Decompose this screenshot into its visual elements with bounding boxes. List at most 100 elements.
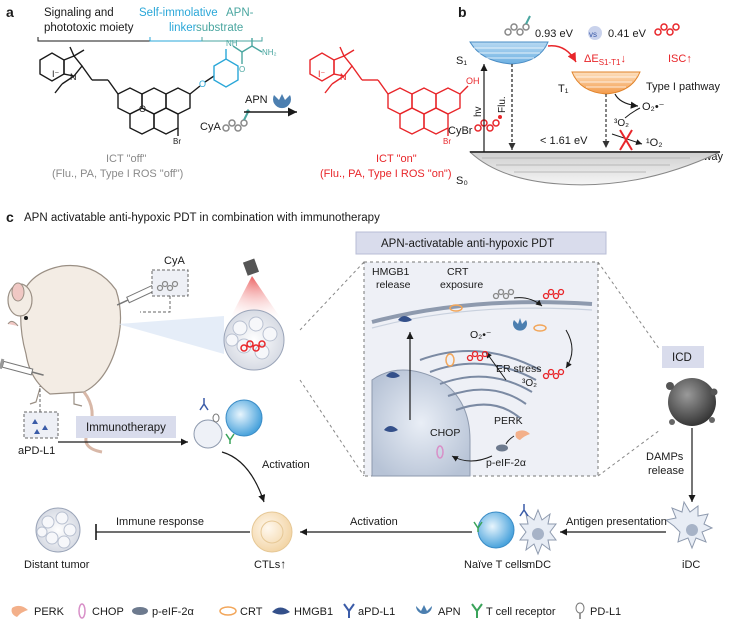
- endoplasmic-reticulum: [419, 350, 541, 419]
- legend-peif-icon: [132, 607, 148, 615]
- header-signaling: Signaling and: [44, 7, 114, 19]
- crt-label-1: CRT: [447, 266, 469, 278]
- cya-atom-o2: O: [199, 79, 206, 89]
- icd-cell: [666, 378, 718, 426]
- energy-cya: 0.93 eV: [535, 28, 574, 40]
- panel-c-title: APN activatable anti-hypoxic PDT in comb…: [24, 212, 380, 224]
- peif-icon-cell: [496, 444, 508, 452]
- syringe-bottom: [0, 358, 44, 376]
- threshold-label: < 1.61 eV: [540, 135, 588, 147]
- cya-label: CyA: [200, 121, 221, 133]
- type2-cross-b: [619, 129, 633, 151]
- pdt-cybr-icon-1: [542, 288, 565, 300]
- activation-label-2: Activation: [350, 516, 398, 528]
- naive-tcr-icon: [473, 521, 483, 532]
- antigen-label: Antigen presentation: [566, 516, 667, 528]
- cya-atom-o3: O: [239, 65, 245, 74]
- apdl1-label: aPD-L1: [18, 445, 55, 457]
- energy-cybr-icon: [654, 23, 680, 36]
- cybr-atom-n: N: [340, 72, 347, 82]
- immune-response-label: Immune response: [116, 516, 204, 528]
- header-linker-1: Self-immolative: [139, 7, 218, 19]
- crt-cyto-icon: [533, 324, 547, 332]
- flu-label: Flu.: [497, 96, 508, 113]
- pdt-activation-arrow: [513, 297, 543, 307]
- legend-hmgb1-icon: [272, 607, 290, 615]
- cya-vial-label: CyA: [164, 255, 185, 267]
- mouse-illustration: [7, 264, 122, 454]
- legend-chop-label: CHOP: [92, 606, 124, 618]
- perk-peif-arrow: [505, 435, 515, 445]
- pdt-superoxide-label: O₂•⁻: [470, 329, 492, 341]
- pdt-triplet-o2-label: ³O₂: [522, 378, 537, 389]
- chop-label: CHOP: [430, 427, 460, 439]
- cybr-atom-oh: OH: [466, 76, 480, 86]
- legend-pdl1-label: PD-L1: [590, 606, 621, 618]
- er-stress-label: ER stress: [496, 363, 542, 375]
- bracket-linker: [149, 37, 203, 42]
- ctl-label: CTLs↑: [254, 557, 286, 571]
- t1-label: T₁: [558, 83, 569, 95]
- bracket-substrate: [201, 37, 263, 42]
- cya-atom-br: Br: [173, 137, 181, 146]
- crt-label-2: exposure: [440, 279, 483, 291]
- icd-label: ICD: [672, 352, 692, 364]
- panel-a-letter: a: [6, 4, 14, 20]
- perk-label: PERK: [494, 415, 523, 427]
- naive-t-cell: [477, 511, 515, 549]
- apdl1-bound-icon: [199, 398, 209, 411]
- ict-on: ICT "on": [376, 153, 417, 165]
- triplet-o2-label: ³O₂: [614, 118, 629, 129]
- peif-chop-arrow: [451, 455, 493, 462]
- nucleus: [371, 369, 471, 477]
- panel-b-letter: b: [458, 4, 467, 20]
- mdc-label: mDC: [526, 559, 551, 571]
- pdt-internalization-arrow: [565, 329, 573, 369]
- damps-label-2: release: [648, 465, 684, 477]
- icd-box: [662, 346, 704, 368]
- pdt-header-box: [355, 231, 607, 255]
- header-phototoxic: phototoxic moiety: [44, 22, 134, 34]
- pdt-cya-icon: [492, 288, 515, 300]
- chop-icon-cell: [436, 445, 444, 459]
- legend-pdl1-icon: [575, 602, 585, 614]
- apn-label: APN: [245, 94, 268, 106]
- header-substrate-2: substrate: [196, 22, 243, 34]
- hmgb1-release-icon: [398, 316, 412, 322]
- tumor-cybr-icon: [240, 340, 266, 352]
- pdt-box-title: APN-activatable anti-hypoxic PDT: [381, 238, 554, 250]
- cya-atom-nh2: NH₂: [262, 48, 277, 57]
- pdl1-bound-icon: [212, 413, 220, 423]
- s1-cya-icon: [504, 15, 531, 36]
- peif-label: p-eIF-2α: [486, 457, 526, 469]
- legend-peif-label: p-eIF-2α: [152, 606, 194, 618]
- panel-c-letter: c: [6, 209, 14, 225]
- cya-atom-nh: NH: [226, 39, 238, 48]
- cya-vial-icon: [156, 280, 179, 292]
- activation-arrow-1: [221, 451, 266, 503]
- vs-label: vs: [589, 30, 597, 39]
- cya-vial-box: [151, 269, 189, 297]
- hv-label: hv: [473, 106, 484, 117]
- legend-apn-icon: [416, 605, 432, 614]
- header-substrate-1: APN-: [226, 7, 254, 19]
- cybr-label: CyBr: [448, 125, 473, 137]
- o2-to-superoxide-arrow: [624, 107, 641, 119]
- damps-label-1: DAMPs: [646, 451, 684, 463]
- s0-label: S₀: [456, 175, 468, 187]
- apdl1-vial-icon: [32, 419, 48, 434]
- s1-label: S₁: [456, 55, 467, 67]
- pdt-cybr-icon-2: [542, 368, 565, 380]
- header-linker-2: linker: [169, 22, 197, 34]
- tumor-cells: [225, 316, 278, 360]
- legend-perk-label: PERK: [34, 606, 65, 618]
- cya-atom-o: O: [139, 104, 146, 114]
- vs-badge: [588, 26, 602, 40]
- isc-label: ISC↑: [668, 53, 692, 65]
- legend-hmgb1-label: HMGB1: [294, 606, 333, 618]
- hmgb1-label-2: release: [376, 279, 411, 291]
- cya-molecule: [39, 38, 263, 136]
- legend-tcr-label: T cell receptor: [486, 606, 556, 618]
- legend-crt-label: CRT: [240, 606, 263, 618]
